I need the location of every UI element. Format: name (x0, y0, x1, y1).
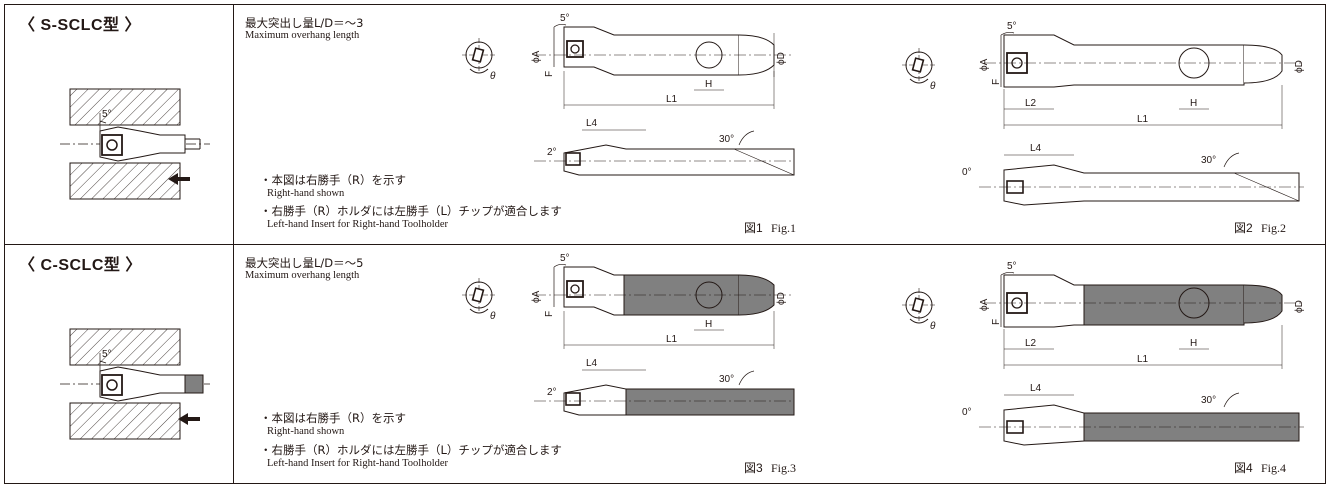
row-s-sclc: 〈 S-SCLC型 〉 (5, 5, 1325, 245)
side-view: L4 2° 30° (534, 118, 795, 176)
side-angle-label: 0° (962, 407, 972, 418)
type-title: 〈 C-SCLC型 〉 (19, 257, 142, 274)
workpiece-diagram: 5° (60, 328, 210, 440)
F-label: F (991, 79, 1002, 85)
fig3-caption-en: Fig.3 (771, 461, 796, 475)
fig3-caption-jp: 図3 (744, 461, 763, 475)
note-right-hand-jp: ・本図は右勝手（R）を示す (260, 173, 406, 187)
phiA-label: ϕA (979, 58, 990, 71)
phiA-label: ϕA (531, 290, 542, 303)
fig2-side-view: L4 0° 30° (962, 143, 1304, 206)
H-label: H (1190, 338, 1197, 349)
L4-label: L4 (1030, 143, 1042, 154)
H-label: H (705, 79, 712, 90)
L2-label: L2 (1025, 338, 1037, 349)
theta-label: θ (930, 321, 936, 332)
end-angle-label: 30° (719, 374, 734, 385)
F-label: F (544, 311, 555, 317)
L4-label: L4 (1030, 383, 1042, 394)
phiD-label: ϕD (776, 52, 787, 65)
overhang-en: Maximum overhang length (245, 30, 360, 41)
theta-label: θ (490, 71, 496, 82)
side-angle-label: 2° (547, 387, 557, 398)
fig4-caption-jp: 図4 (1234, 461, 1253, 475)
note-insert-jp: ・右勝手（R）ホルダには左勝手（L）チップが適合します (260, 443, 562, 457)
top-angle-label: 5° (1007, 21, 1017, 32)
spec-sheet: 〈 S-SCLC型 〉 (4, 4, 1326, 484)
L2-label: L2 (1025, 98, 1037, 109)
L1-label: L1 (666, 334, 678, 345)
feed-arrow-icon (178, 413, 200, 425)
fig2-caption-en: Fig.2 (1261, 221, 1286, 235)
H-label: H (1190, 98, 1197, 109)
end-angle-label: 30° (1201, 395, 1216, 406)
note-insert-en: Left-hand Insert for Right-hand Toolhold… (267, 458, 449, 469)
end-view: θ (462, 38, 496, 82)
type-title: 〈 S-SCLC型 〉 (19, 17, 141, 34)
fig3-diagram: θ 5° ϕA F ϕD H (462, 253, 1305, 475)
fig1-diagram: θ 5° ϕA F ϕD (462, 13, 1305, 235)
L1-label: L1 (666, 94, 678, 105)
top-angle-label: 5° (1007, 261, 1017, 272)
top-angle-label: 5° (560, 253, 570, 264)
end-angle-label: 30° (719, 134, 734, 145)
type-panel: 〈 S-SCLC型 〉 (5, 5, 234, 244)
left-angle-label: 5° (102, 349, 112, 360)
phiD-label: ϕD (1294, 60, 1305, 73)
type-panel: 〈 C-SCLC型 〉 5° (5, 245, 234, 484)
fig1-caption-en: Fig.1 (771, 221, 796, 235)
L4-label: L4 (586, 358, 598, 369)
L1-label: L1 (1137, 354, 1149, 365)
theta-label: θ (930, 81, 936, 92)
note-right-hand-en: Right-hand shown (267, 188, 345, 199)
side-angle-label: 0° (962, 167, 972, 178)
fig2-end-view: θ (902, 48, 936, 92)
side-view: L4 2° 30° (534, 358, 795, 416)
H-label: H (705, 319, 712, 330)
top-view: 5° ϕA F ϕD H L1 (531, 13, 794, 109)
phiA-label: ϕA (979, 298, 990, 311)
fig4-end-view: θ (902, 288, 936, 332)
fig4-side-view: L4 0° 30° (962, 383, 1304, 446)
spec-panel: 最大突出し量L/D＝～5 Maximum overhang length ・本図… (234, 245, 1325, 484)
note-insert-en: Left-hand Insert for Right-hand Toolhold… (267, 219, 449, 230)
overhang-en: Maximum overhang length (245, 270, 360, 281)
row-c-sclc: 〈 C-SCLC型 〉 5° (5, 245, 1325, 484)
L1-label: L1 (1137, 114, 1149, 125)
end-view: θ (462, 278, 496, 322)
fig2-caption-jp: 図2 (1234, 221, 1253, 235)
phiD-label: ϕD (1294, 300, 1305, 313)
overhang-jp: 最大突出し量L/D＝～5 (245, 256, 364, 270)
feed-arrow-icon (168, 173, 190, 185)
fig4-top-view: 5° ϕA F ϕD L2 H (979, 261, 1305, 369)
left-angle-label: 5° (102, 109, 112, 120)
overhang-jp: 最大突出し量L/D＝～3 (245, 16, 364, 30)
phiA-label: ϕA (531, 50, 542, 63)
fig2-top-view: 5° ϕA F ϕD L2 H (979, 21, 1305, 129)
theta-label: θ (490, 311, 496, 322)
phiD-label: ϕD (776, 292, 787, 305)
top-view: 5° ϕA F ϕD H L1 (531, 253, 794, 349)
end-angle-label: 30° (1201, 155, 1216, 166)
top-angle-label: 5° (560, 13, 570, 24)
L4-label: L4 (586, 118, 598, 129)
fig1-caption-jp: 図1 (744, 221, 763, 235)
fig4-caption-en: Fig.4 (1261, 461, 1286, 475)
workpiece-diagram: 5° (60, 88, 210, 200)
note-right-hand-en: Right-hand shown (267, 426, 345, 437)
note-right-hand-jp: ・本図は右勝手（R）を示す (260, 411, 406, 425)
side-angle-label: 2° (547, 147, 557, 158)
spec-panel: 最大突出し量L/D＝～3 Maximum overhang length ・本図… (234, 5, 1325, 244)
F-label: F (544, 71, 555, 77)
F-label: F (991, 319, 1002, 325)
note-insert-jp: ・右勝手（R）ホルダには左勝手（L）チップが適合します (260, 204, 562, 218)
